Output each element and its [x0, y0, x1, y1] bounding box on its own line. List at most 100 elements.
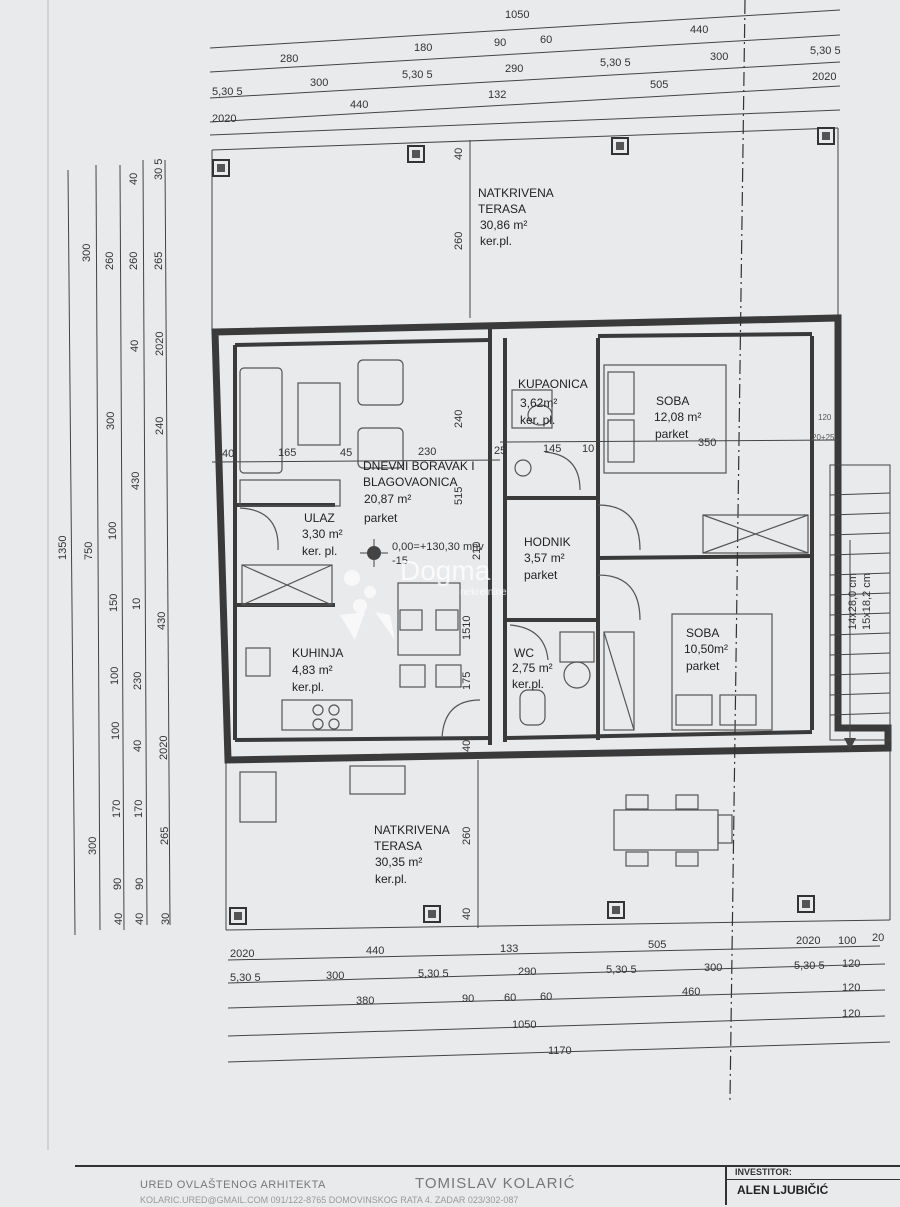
kuhinja-area: 4,83 m²: [292, 663, 333, 677]
idim-165: 165: [278, 447, 296, 459]
dim-top-530d: 5,30 5: [212, 86, 243, 98]
top-dimensions: 1050 440 280 180 90 60 300 5,30 5 290 5,…: [209, 9, 841, 136]
dim-bot-300b: 300: [704, 962, 722, 974]
dim-left-40e: 40: [134, 913, 146, 925]
dim-top-180: 180: [414, 42, 432, 54]
dim-top-2020b: 2020: [212, 113, 236, 125]
stairs-dim-2: 15x18,2 cm: [861, 573, 873, 630]
dim-bot-530b: 5,30 5: [418, 968, 449, 980]
dim-left-150: 150: [108, 594, 120, 612]
dim-bot-530c: 5,30 5: [606, 964, 637, 976]
dim-bot-120c: 120: [842, 1008, 860, 1020]
ulaz-area: 3,30 m²: [302, 527, 343, 541]
dnevni-name1: DNEVNI BORAVAK I: [363, 459, 475, 473]
terasa-bottom-floor: ker.pl.: [375, 872, 407, 886]
idim-350: 350: [698, 437, 716, 449]
level-mark: 0,00=+130,30 mnv -15: [360, 539, 484, 567]
dim-top-132: 132: [488, 89, 506, 101]
dim-bot-1050: 1050: [512, 1019, 536, 1031]
idim-45: 45: [340, 447, 352, 459]
dim-left-300c: 300: [105, 412, 117, 430]
dim-left-100c: 100: [110, 722, 122, 740]
kupaonica-name: KUPAONICA: [518, 377, 588, 391]
dim-bot-120b: 120: [842, 982, 860, 994]
dim-left-300b: 300: [87, 837, 99, 855]
hodnik-area: 3,57 m²: [524, 551, 565, 565]
dim-bot-2020b: 2020: [796, 935, 820, 947]
dim-left-100b: 100: [109, 667, 121, 685]
dnevni-floor: parket: [364, 511, 398, 525]
dim-bot-530d: 5,30 5: [794, 960, 825, 972]
investor-name: ALEN LJUBIČIĆ: [737, 1183, 829, 1197]
idim-145: 145: [543, 443, 561, 455]
idim-40b: 40: [453, 148, 465, 160]
dim-bot-380: 380: [356, 995, 374, 1007]
dim-left-40b: 40: [128, 173, 140, 185]
dim-left-40d: 40: [132, 740, 144, 752]
wc-floor: ker.pl.: [512, 677, 544, 691]
dim-left-40c: 40: [129, 340, 141, 352]
dim-bot-2020a: 2020: [230, 948, 254, 960]
soba2-area: 10,50m²: [684, 642, 728, 656]
idim-40a: 40: [461, 740, 473, 752]
dim-top-530c: 5,30 5: [810, 45, 841, 57]
dnevni-name2: BLAGOVAONICA: [363, 475, 457, 489]
columns: [212, 127, 835, 925]
dim-left-170a: 170: [111, 800, 123, 818]
left-dimensions: 1350 300 750 300 260 300 100 150 100 100…: [57, 159, 172, 936]
dim-left-240: 240: [154, 417, 166, 435]
dim-left-90b: 90: [134, 878, 146, 890]
dim-bot-20: 20: [872, 932, 884, 944]
dim-left-2020b: 2020: [158, 736, 170, 760]
kupaonica-floor: ker. pl.: [520, 413, 555, 427]
idim-240: 240: [453, 410, 465, 428]
dim-bot-460: 460: [682, 986, 700, 998]
dim-left-170b: 170: [133, 800, 145, 818]
dim-bot-1170: 1170: [548, 1045, 572, 1057]
dim-bot-90: 90: [462, 993, 474, 1005]
terasa-top-name2: TERASA: [478, 202, 526, 216]
dim-top-530a: 5,30 5: [402, 69, 433, 81]
dim-bot-440: 440: [366, 945, 384, 957]
dim-top-300a: 300: [310, 77, 328, 89]
idim-210: 210: [471, 542, 483, 560]
dim-left-10: 10: [131, 598, 143, 610]
terasa-bottom-name1: NATKRIVENA: [374, 823, 450, 837]
stairs-dim-1: 14x28,0 cm: [847, 573, 859, 630]
kuhinja-floor: ker.pl.: [292, 680, 324, 694]
dim-left-230: 230: [132, 672, 144, 690]
dim-left-30: 30: [160, 913, 172, 925]
terasa-bottom-area: 30,35 m²: [375, 855, 422, 869]
idim-260b: 260: [461, 827, 473, 845]
idim-40c: 40: [461, 908, 473, 920]
dim-top-440: 440: [690, 24, 708, 36]
dim-left-305: 30 5: [153, 159, 165, 180]
ulaz-floor: ker. pl.: [302, 544, 337, 558]
stairs: 14x28,0 cm 15x18,2 cm: [829, 464, 891, 750]
dim-bot-60b: 60: [540, 991, 552, 1003]
soba2-name: SOBA: [686, 626, 719, 640]
dim-bot-60a: 60: [504, 992, 516, 1004]
dim-left-750: 750: [83, 542, 95, 560]
architect-name: TOMISLAV KOLARIĆ: [415, 1175, 576, 1192]
watermark-brand: Dogma: [400, 555, 491, 586]
office-label: URED OVLAŠTENOG ARHITEKTA: [140, 1179, 326, 1191]
dnevni-area: 20,87 m²: [364, 492, 411, 506]
idim-120: 120: [818, 413, 832, 422]
dim-left-90a: 90: [112, 878, 124, 890]
dim-top-280: 280: [280, 53, 298, 65]
dim-bot-133: 133: [500, 943, 518, 955]
kuhinja-name: KUHINJA: [292, 646, 343, 660]
doors: [239, 451, 641, 739]
soba2-floor: parket: [686, 659, 720, 673]
hodnik-name: HODNIK: [524, 535, 571, 549]
soba1-floor: parket: [655, 427, 689, 441]
bottom-dimensions: 2020 440 133 505 2020 100 20 5,30 5 300 …: [227, 932, 891, 1063]
dim-top-90: 90: [494, 37, 506, 49]
dim-bot-505: 505: [648, 939, 666, 951]
level-mark-1: 0,00=+130,30 mnv: [392, 541, 484, 553]
investor-label: INVESTITOR:: [735, 1167, 792, 1177]
idim-10: 10: [582, 443, 594, 455]
dim-bot-300a: 300: [326, 970, 344, 982]
